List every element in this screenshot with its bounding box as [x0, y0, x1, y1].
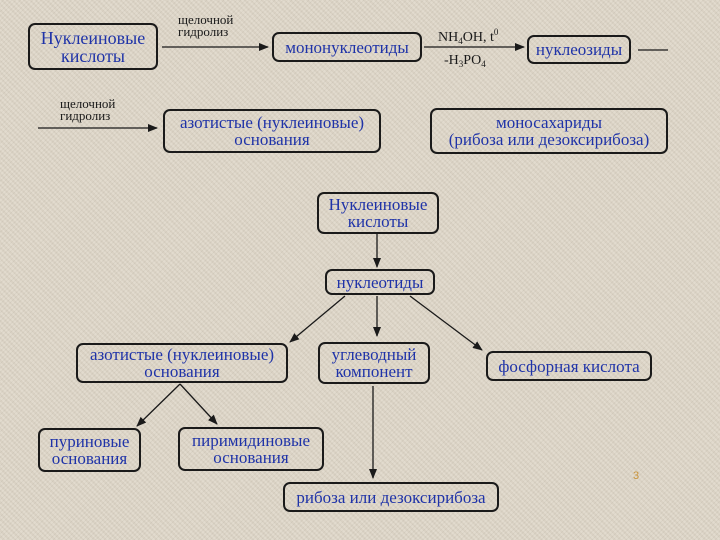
- phosphoric-acid-label: фосфорная кислота: [498, 356, 640, 376]
- reagent-label: NH4OH, t0: [438, 27, 499, 46]
- nitrogen-bases-box-top: азотистые (нуклеиновые) основания: [163, 109, 381, 153]
- nucleic-acids-line-2: кислоты: [60, 45, 126, 66]
- nucleic-acids-line-1: Нуклеиновые: [40, 27, 146, 48]
- purine-line-1: пуриновые: [49, 432, 130, 451]
- arrow-nucleotides-to-bases: [289, 295, 346, 343]
- alkaline-label-1-line-2: гидролиз: [178, 24, 229, 39]
- alkaline-label-1-line-1: щелочной: [178, 12, 234, 27]
- nitrogen-bases-top-line-2: основания: [234, 130, 310, 149]
- tree-acids-line-2: кислоты: [347, 212, 409, 231]
- carbohydrate-line-1: углеводный: [331, 345, 417, 364]
- nitrogen-bases-box-tree: азотистые (нуклеиновые) основания: [76, 343, 288, 383]
- nucleosides-label: нуклеозиды: [535, 40, 623, 59]
- carbohydrate-line-2: компонент: [335, 362, 413, 381]
- monosaccharides-line-2: (рибоза или дезоксирибоза): [448, 130, 650, 149]
- purine-line-2: основания: [51, 449, 128, 468]
- alkaline-hydrolysis-label-1: щелочной гидролиз: [178, 12, 234, 39]
- byproduct-label: -H3PO4: [444, 53, 486, 69]
- mononucleotides-label: мононуклеотиды: [285, 37, 409, 57]
- tree-bases-line-2: основания: [144, 362, 220, 381]
- monosaccharides-box: моносахариды (рибоза или дезоксирибоза): [430, 108, 668, 154]
- ribose-label: рибоза или дезоксирибоза: [296, 487, 486, 507]
- monosaccharides-line-1: моносахариды: [495, 113, 603, 132]
- purine-bases-box: пуриновые основания: [38, 428, 141, 472]
- nucleic-acids-box-top: Нуклеиновые кислоты: [28, 23, 158, 70]
- pyrimidine-bases-box: пиримидиновые основания: [178, 427, 324, 471]
- ribose-box: рибоза или дезоксирибоза: [283, 482, 499, 512]
- alkaline-hydrolysis-label-2: щелочной гидролиз: [60, 96, 116, 123]
- mononucleotides-box: мононуклеотиды: [272, 32, 422, 62]
- nucleotides-label: нуклеотиды: [336, 272, 424, 292]
- page-number: 3: [633, 470, 640, 482]
- tree-acids-line-1: Нуклеиновые: [328, 195, 428, 214]
- arrow-bases-to-pyrimidine: [179, 383, 218, 425]
- nucleotides-box: нуклеотиды: [325, 269, 435, 295]
- pyrimidine-line-1: пиримидиновые: [192, 431, 310, 450]
- phosphoric-acid-box: фосфорная кислота: [486, 351, 652, 381]
- tree-bases-line-1: азотистые (нуклеиновые): [89, 345, 275, 364]
- nitrogen-bases-top-line-1: азотистые (нуклеиновые): [179, 113, 365, 132]
- pyrimidine-line-2: основания: [213, 448, 289, 467]
- arrow-bases-to-purine: [136, 383, 181, 427]
- nucleic-acids-box-tree: Нуклеиновые кислоты: [317, 192, 439, 234]
- alkaline-label-2-line-1: щелочной: [60, 96, 116, 111]
- alkaline-label-2-line-2: гидролиз: [60, 108, 111, 123]
- arrow-nucleotides-to-phosphoric: [409, 295, 483, 351]
- nucleosides-box: нуклеозиды: [527, 35, 631, 64]
- carbohydrate-box: углеводный компонент: [318, 342, 430, 384]
